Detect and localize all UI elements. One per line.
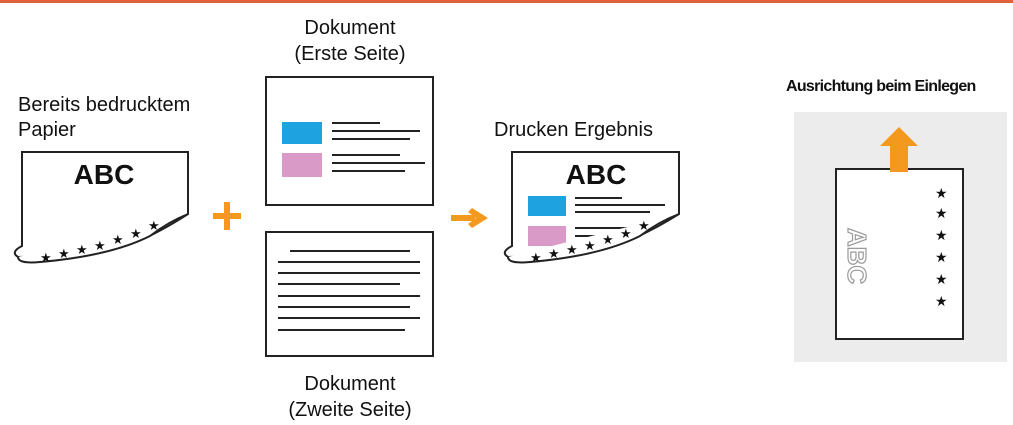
result-page: ABC ★ ★ ★ ★ ★ ★ ★ [503, 151, 680, 266]
orientation-panel: ABC ★ ★ ★ ★ ★ ★ [794, 112, 1007, 362]
blue-block [282, 122, 322, 144]
document-first-label-line1: Dokument [304, 17, 396, 39]
svg-text:★: ★ [76, 243, 88, 258]
document-first-page [265, 76, 434, 206]
result-blue-block [528, 196, 566, 216]
result-abc: ABC [566, 159, 627, 190]
result-stars: ★ ★ ★ ★ ★ ★ ★ [530, 219, 650, 266]
result-pink-block [528, 226, 566, 246]
preprinted-paper-label-line1: Bereits bedrucktem [18, 94, 191, 116]
orientation-label: Ausrichtung beim Einlegen [786, 78, 976, 95]
arrow-right-icon [451, 208, 488, 228]
svg-text:★: ★ [548, 247, 560, 262]
orientation-stars: ★ ★ ★ ★ ★ ★ [935, 186, 948, 310]
svg-text:★: ★ [148, 219, 160, 234]
svg-text:★: ★ [58, 247, 70, 262]
document-first-label-line2: (Erste Seite) [294, 43, 406, 65]
preprinted-stars: ★ ★ ★ ★ ★ ★ ★ [40, 219, 160, 266]
svg-text:★: ★ [935, 294, 948, 310]
svg-text:★: ★ [130, 227, 142, 242]
arrow-up-icon [880, 127, 918, 172]
svg-text:★: ★ [94, 239, 106, 254]
svg-text:★: ★ [620, 227, 632, 242]
result-label: Drucken Ergebnis [494, 119, 653, 141]
orientation-abc: ABC [842, 228, 872, 285]
document-second-page [265, 231, 434, 357]
svg-text:★: ★ [935, 250, 948, 266]
svg-text:★: ★ [566, 243, 578, 258]
svg-text:★: ★ [935, 272, 948, 288]
preprinted-paper: ABC ★ ★ ★ ★ ★ ★ ★ [13, 151, 189, 266]
preprinted-paper-abc: ABC [74, 159, 135, 190]
svg-text:★: ★ [638, 219, 650, 234]
preprinted-paper-label-line2: Papier [18, 119, 76, 141]
svg-text:★: ★ [530, 251, 542, 266]
document-second-label-line2: (Zweite Seite) [288, 399, 412, 421]
svg-text:★: ★ [935, 186, 948, 202]
document-second-label-line1: Dokument [304, 373, 396, 395]
plus-icon [213, 202, 241, 230]
svg-text:★: ★ [935, 206, 948, 222]
svg-text:★: ★ [40, 251, 52, 266]
svg-text:★: ★ [602, 233, 614, 248]
svg-text:★: ★ [935, 228, 948, 244]
svg-text:★: ★ [112, 233, 124, 248]
svg-text:★: ★ [584, 239, 596, 254]
pink-block [282, 153, 322, 177]
top-rule [0, 0, 1013, 3]
